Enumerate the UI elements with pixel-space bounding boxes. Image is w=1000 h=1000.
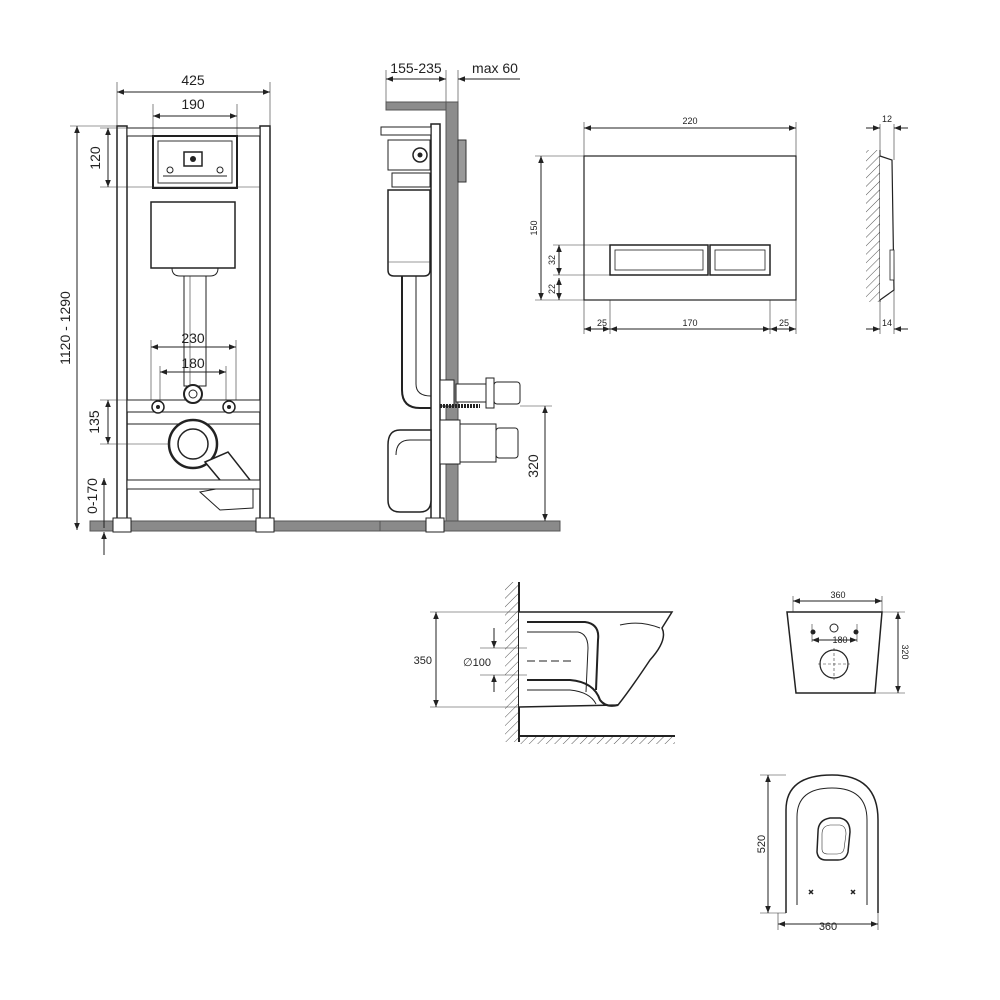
right-post — [259, 125, 271, 525]
dim-total-height: 1120 - 1290 — [57, 291, 73, 365]
dim-button-height: 32 — [547, 255, 557, 265]
flush-plate — [583, 155, 797, 301]
flush-plate-view: 220 150 32 22 25 170 25 — [529, 116, 797, 334]
dim-margin-left: 25 — [597, 318, 607, 328]
dim-bolt-spacing: 180 — [832, 635, 847, 645]
bowl-side-view: 350 ∅100 — [414, 582, 675, 744]
side-frame-view: 155-235 max 60 320 — [379, 60, 561, 533]
dim-leg-adjust: 0-170 — [84, 478, 100, 514]
left-post — [116, 125, 128, 525]
dim-back-height: 320 — [900, 644, 910, 659]
dim-panel-width: 190 — [181, 96, 205, 112]
dim-outlet-diameter: ∅100 — [463, 657, 491, 669]
bowl-top-view: 520 360 — [756, 774, 879, 933]
left-foot — [112, 517, 132, 533]
cistern-tank — [150, 201, 236, 269]
dim-thickness-top: 12 — [882, 114, 892, 124]
cistern-side — [387, 189, 431, 277]
side-post — [430, 123, 441, 531]
bowl-opening — [816, 817, 851, 861]
dim-bowl-height: 350 — [414, 655, 432, 667]
bottom-rail — [126, 479, 261, 490]
dim-stud-outer: 230 — [181, 330, 205, 346]
dim-stud-inner: 180 — [181, 355, 205, 371]
flush-plate-side-view: 12 14 — [866, 114, 908, 334]
outlet-bend — [387, 429, 432, 513]
bowl-back-view: 180 360 320 — [786, 590, 910, 694]
dim-bowl-width: 360 — [819, 921, 837, 933]
dim-plate-height: 150 — [529, 220, 539, 235]
dim-plate-width: 220 — [682, 116, 697, 126]
front-frame-view: 425 190 120 1120 - 1290 230 180 135 0-17… — [57, 72, 561, 555]
right-foot — [255, 517, 275, 533]
dim-outlet-floor: 320 — [525, 454, 541, 478]
dim-button-span: 170 — [682, 318, 697, 328]
dim-panel-height: 120 — [87, 146, 103, 170]
valve-knob — [190, 156, 196, 162]
bowl-profile — [518, 611, 674, 708]
dim-thickness-bottom: 14 — [882, 318, 892, 328]
dim-bowl-length: 520 — [756, 835, 768, 853]
dim-outlet-height: 135 — [86, 410, 102, 434]
dim-max-wall: max 60 — [472, 60, 518, 76]
dim-frame-width: 425 — [181, 72, 205, 88]
top-rail — [126, 127, 261, 137]
dim-frame-depth: 155-235 — [390, 60, 442, 76]
dim-back-width: 360 — [830, 590, 845, 600]
wall-section — [445, 101, 459, 531]
wall-hatch — [866, 150, 880, 302]
dim-margin-right: 25 — [779, 318, 789, 328]
dim-button-offset: 22 — [547, 284, 557, 294]
